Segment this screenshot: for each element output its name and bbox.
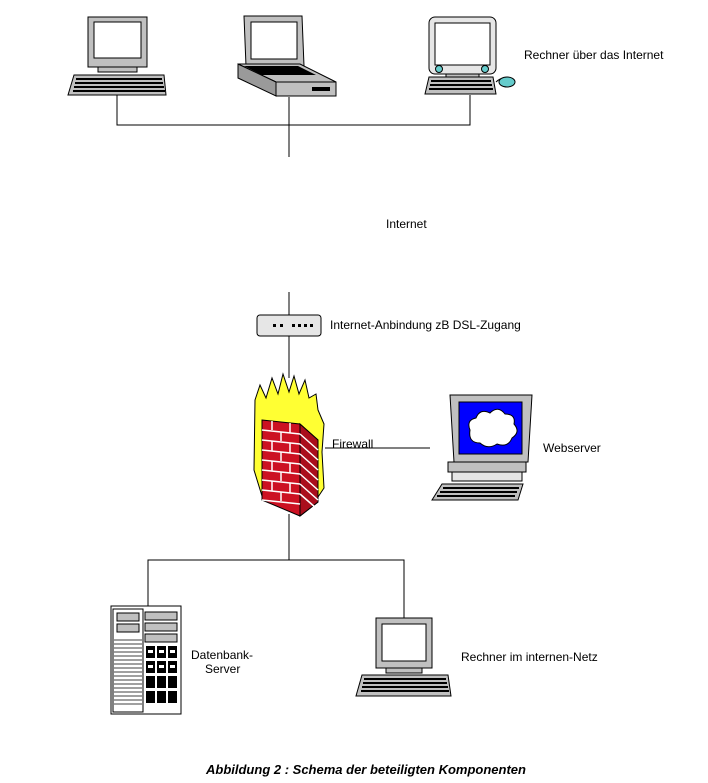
- internal-pc-label: Rechner im internen-Netz: [461, 650, 598, 664]
- database-server-label-line2: Server: [205, 662, 241, 676]
- internet-bus-line: [116, 95, 471, 126]
- internet-label: Internet: [386, 217, 427, 231]
- database-server-icon: [110, 605, 182, 715]
- internet-desktop-pc-mouse-icon: [424, 16, 516, 95]
- database-server-label-line1: Datenbank-: [191, 648, 254, 662]
- internet-clients-label: Rechner über das Internet: [524, 48, 664, 62]
- dsl-modem-icon: [256, 314, 322, 337]
- lan-bus-line: [147, 559, 405, 618]
- firewall-icon: [253, 372, 325, 518]
- webserver-icon: [431, 394, 533, 501]
- webserver-label: Webserver: [543, 441, 601, 455]
- internet-laptop-icon: [237, 15, 337, 97]
- connection-lines: [116, 95, 471, 618]
- internet-desktop-pc-icon: [67, 16, 167, 96]
- figure-caption: Abbildung 2 : Schema der beteiligten Kom…: [206, 762, 526, 777]
- internal-pc-icon: [355, 617, 452, 697]
- firewall-label: Firewall: [332, 437, 374, 451]
- dsl-access-label: Internet-Anbindung zB DSL-Zugang: [330, 318, 521, 332]
